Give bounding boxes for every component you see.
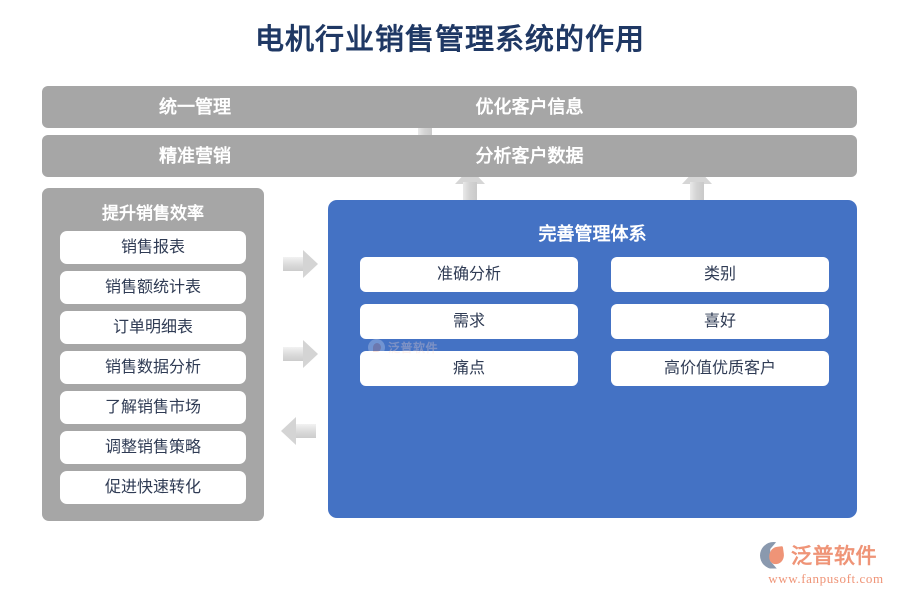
list-item[interactable]: 需求 [360,304,578,339]
top-bar-2-left-label: 精准营销 [159,146,231,166]
arrow-left-icon [281,417,316,445]
page-title: 电机行业销售管理系统的作用 [254,24,645,56]
brand-logo: 泛普软件 www.fanpusoft.com [760,540,892,592]
list-item[interactable]: 促进快速转化 [60,471,246,504]
arrow-head [281,417,296,445]
top-bar-2-right-label: 分析客户数据 [475,146,584,166]
list-item[interactable]: 订单明细表 [60,311,246,344]
blue-panel-left-column: 准确分析 需求 痛点 [360,257,578,398]
list-item[interactable]: 销售报表 [60,231,246,264]
list-item[interactable]: 痛点 [360,351,578,386]
top-bar-unified-management: 统一管理 优化客户信息 [42,86,857,128]
list-item[interactable]: 类别 [611,257,829,292]
arrow-right-top-icon [283,250,318,278]
list-item[interactable]: 高价值优质客户 [611,351,829,386]
top-bar-1-right-label: 优化客户信息 [475,97,584,117]
arrow-head [303,250,318,278]
left-panel-title: 提升销售效率 [102,204,204,223]
arrow-head [303,340,318,368]
list-item[interactable]: 准确分析 [360,257,578,292]
brand-name: 泛普软件 [791,544,877,568]
left-panel-list: 销售报表 销售额统计表 订单明细表 销售数据分析 了解销售市场 调整销售策略 促… [60,231,246,511]
blue-panel-title: 完善管理体系 [538,224,647,244]
arrow-shaft [283,257,303,271]
list-item[interactable]: 销售数据分析 [60,351,246,384]
left-panel-sales-efficiency: 提升销售效率 销售报表 销售额统计表 订单明细表 销售数据分析 了解销售市场 调… [42,188,264,521]
brand-logo-row: 泛普软件 [760,540,892,570]
top-bar-1-left-label: 统一管理 [159,97,231,117]
fanpu-logo-icon [760,541,787,569]
list-item[interactable]: 调整销售策略 [60,431,246,464]
arrow-shaft [283,347,303,361]
list-item[interactable]: 喜好 [611,304,829,339]
top-bar-precision-marketing: 精准营销 分析客户数据 [42,135,857,177]
list-item[interactable]: 销售额统计表 [60,271,246,304]
brand-url: www.fanpusoft.com [768,571,884,586]
blue-panel-management-system: 完善管理体系 准确分析 需求 痛点 类别 喜好 高价值优质客户 泛普软件 [328,200,857,518]
blue-panel-right-column: 类别 喜好 高价值优质客户 [611,257,829,398]
arrow-shaft [296,424,316,438]
list-item[interactable]: 了解销售市场 [60,391,246,424]
arrow-right-bottom-icon [283,340,318,368]
